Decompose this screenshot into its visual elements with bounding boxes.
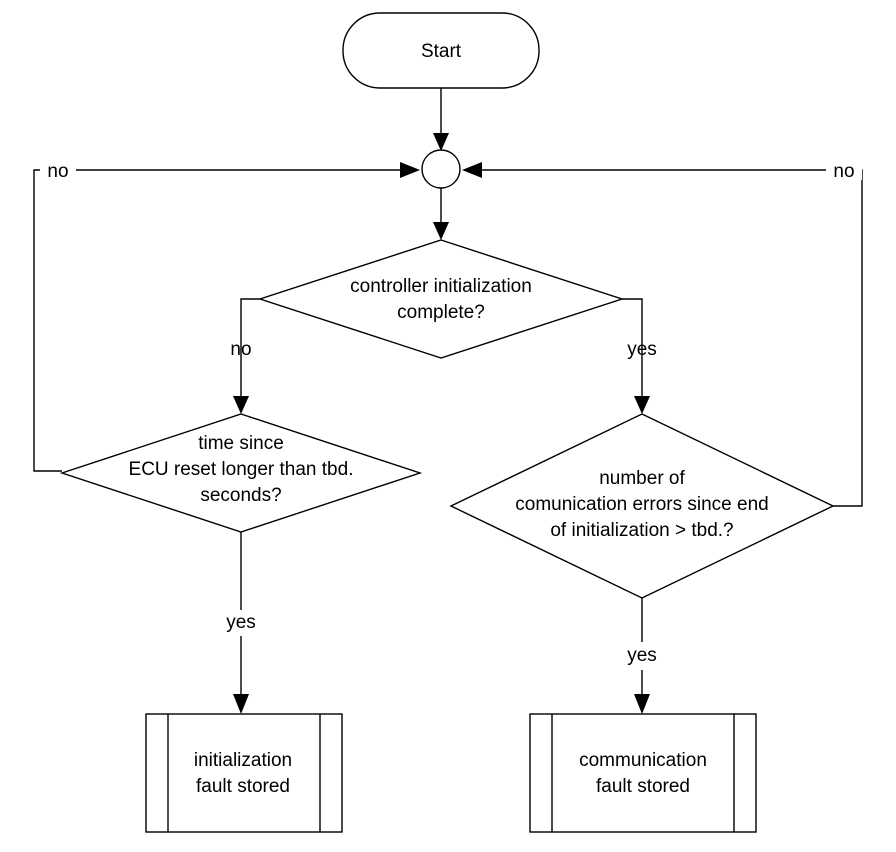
- comm-no-label: no: [833, 161, 854, 182]
- decision-comm-line2: comunication errors since end: [515, 494, 768, 515]
- decision-init-line1: controller initialization: [350, 276, 532, 297]
- process-comm-fault: communication fault stored: [529, 713, 757, 833]
- process-comm-line2: fault stored: [596, 776, 690, 797]
- init-no-label: no: [230, 339, 251, 360]
- arrowhead-down-icon: [233, 694, 249, 714]
- decision-time-since-reset: time since ECU reset longer than tbd. se…: [59, 413, 423, 533]
- comm-no-label-bg: [826, 160, 862, 180]
- arrowhead-down-icon: [233, 396, 249, 414]
- arrowhead-down-icon: [433, 222, 449, 240]
- process-init-line1: initialization: [194, 750, 292, 771]
- decision-time-line1: time since: [198, 433, 284, 454]
- connector-comm-no-loop: [478, 169, 863, 507]
- time-no-label-bg: [40, 160, 76, 180]
- start-label: Start: [421, 41, 462, 62]
- connector-time-no-loop: [33, 169, 405, 472]
- process-init-line2: fault stored: [196, 776, 290, 797]
- connector-init-yes: [622, 298, 643, 410]
- decision-comm-line1: number of: [599, 468, 685, 489]
- arrowhead-down-icon: [433, 133, 449, 151]
- decision-comm-line3: of initialization > tbd.?: [550, 520, 733, 541]
- arrowhead-right-icon: [400, 162, 420, 178]
- decision-init-line2: complete?: [397, 302, 485, 323]
- junction-circle: [421, 149, 461, 189]
- time-no-label: no: [47, 161, 68, 182]
- decision-time-line2: ECU reset longer than tbd.: [129, 459, 354, 480]
- comm-yes-label: yes: [627, 645, 657, 666]
- connector-init-no: [240, 298, 260, 410]
- arrowhead-down-icon: [634, 694, 650, 714]
- decision-comm-errors: number of comunication errors since end …: [449, 413, 835, 599]
- process-init-fault: initialization fault stored: [145, 713, 343, 833]
- start-terminal: Start: [342, 12, 540, 89]
- time-yes-label: yes: [226, 612, 256, 633]
- arrowhead-down-icon: [634, 396, 650, 414]
- arrowhead-left-icon: [462, 162, 482, 178]
- decision-init-complete: controller initialization complete?: [257, 239, 625, 359]
- decision-time-line3: seconds?: [200, 485, 281, 506]
- init-yes-label: yes: [627, 339, 657, 360]
- process-comm-line1: communication: [579, 750, 707, 771]
